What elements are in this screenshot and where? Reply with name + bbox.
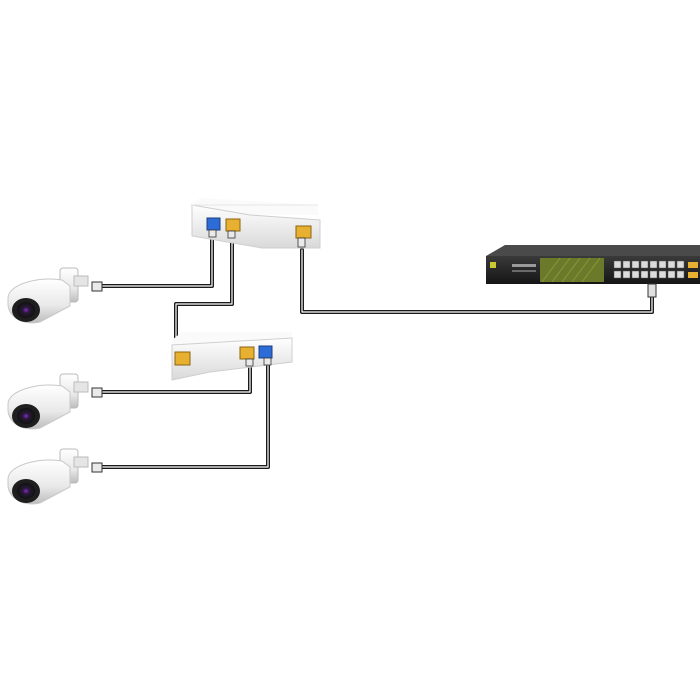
switch-ports bbox=[613, 260, 685, 279]
poe-extender-icon bbox=[191, 198, 321, 249]
security-camera-icon bbox=[7, 267, 103, 324]
port-yellow bbox=[295, 225, 312, 239]
security-camera-icon bbox=[7, 448, 103, 505]
cables bbox=[98, 234, 654, 469]
cable-extender-middle-to-camera-2 bbox=[98, 362, 252, 394]
poe-extender-icon bbox=[171, 332, 293, 381]
cable-extender-top-to-camera-1 bbox=[98, 234, 214, 288]
cable-extender-top-to-extender-middle bbox=[174, 234, 234, 352]
port-yellow bbox=[174, 351, 191, 366]
cable-switch-to-extender-top bbox=[300, 248, 654, 314]
port-yellow bbox=[225, 218, 241, 232]
network-switch-icon bbox=[486, 245, 700, 298]
port-blue bbox=[258, 345, 273, 359]
port-blue bbox=[206, 217, 221, 231]
security-camera-icon bbox=[7, 373, 103, 430]
port-yellow bbox=[239, 346, 255, 360]
cable-extender-middle-to-camera-3 bbox=[98, 362, 270, 469]
